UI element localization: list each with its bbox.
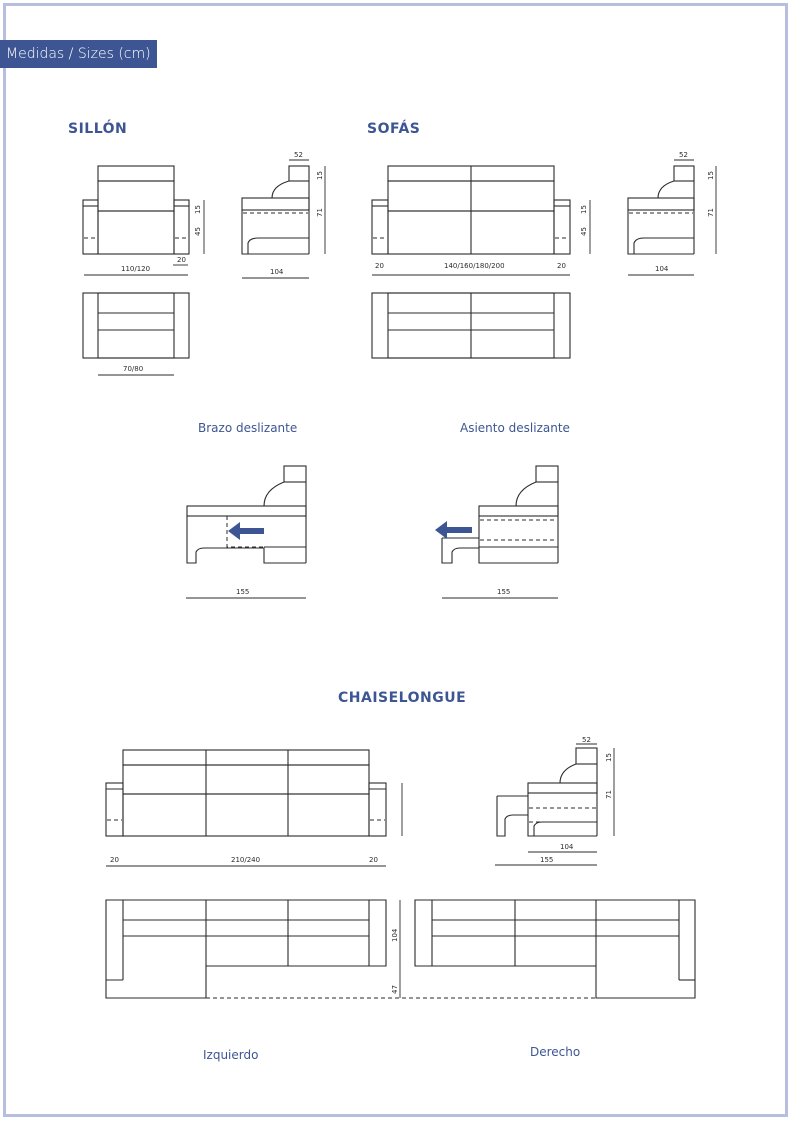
chaise-plan-dimensions: 104 47 — [206, 900, 596, 999]
dim-chaise-width: 210/240 — [231, 856, 260, 864]
chaise-plan-derecho — [414, 899, 696, 999]
dim-sofa-arm-h: 15 — [580, 205, 588, 214]
dim-chaise-plan-depth: 104 — [391, 928, 399, 942]
dim-side-top: 52 — [294, 151, 303, 159]
caption-asiento-deslizante: Asiento deslizante — [460, 421, 570, 435]
dim-chaise-side-height: 71 — [605, 790, 613, 799]
dim-side-height: 71 — [316, 208, 324, 217]
chaise-front-view: 20 210/240 20 — [105, 749, 403, 867]
dim-chaise-side-top: 52 — [582, 736, 591, 744]
dim-chaise-side-depth: 104 — [560, 843, 574, 851]
sillon-plan-view: 70/80 — [82, 292, 190, 376]
dim-sillon-seat-h: 45 — [194, 227, 202, 236]
caption-brazo-deslizante: Brazo deslizante — [198, 421, 298, 435]
page-frame — [3, 3, 788, 1117]
chaise-side-view: 52 15 71 104 155 — [495, 736, 615, 866]
caption-izquierdo: Izquierdo — [203, 1048, 259, 1062]
sillon-front-view: 110/120 20 15 45 — [82, 165, 205, 276]
dim-chaise-side-back: 15 — [605, 753, 613, 762]
header-label: Medidas / Sizes (cm) — [0, 40, 157, 68]
dim-sofa-arm-left: 20 — [375, 262, 384, 270]
dim-sillon-arm-h: 15 — [194, 205, 202, 214]
dim-side-depth: 104 — [270, 268, 284, 276]
section-title-sillon: SILLÓN — [68, 121, 128, 137]
section-title-chaiselongue: CHAISELONGUE — [338, 690, 467, 706]
dim-sillon-width: 110/120 — [121, 265, 150, 273]
chaise-plan-izquierdo — [105, 899, 387, 999]
sofa-front-view: 20 140/160/180/200 20 15 45 — [371, 165, 591, 276]
dim-sofa-arm-right: 20 — [557, 262, 566, 270]
dim-sillon-inner: 70/80 — [123, 365, 143, 373]
section-title-sofas: SOFÁS — [367, 121, 421, 137]
dim-chaise-arm-left: 20 — [110, 856, 119, 864]
dim-sofa-seat-h: 45 — [580, 227, 588, 236]
dim-side-back: 15 — [316, 171, 324, 180]
sofa-plan-view — [371, 292, 571, 359]
sofa-side-view: 52 15 71 104 — [627, 151, 717, 276]
dim-sofa-width: 140/160/180/200 — [444, 262, 505, 270]
dim-slide-depth-1: 155 — [236, 588, 249, 596]
dim-chaise-plan-ext: 47 — [391, 985, 399, 994]
dim-chaise-side-extended: 155 — [540, 856, 553, 864]
dim-slide-depth-2: 155 — [497, 588, 510, 596]
dim-sofa-side-top: 52 — [679, 151, 688, 159]
dim-sofa-side-height: 71 — [707, 208, 715, 217]
dim-sillon-arm: 20 — [177, 256, 186, 264]
dim-chaise-arm-right: 20 — [369, 856, 378, 864]
brazo-deslizante-diagram: 155 — [186, 465, 307, 599]
caption-derecho: Derecho — [530, 1045, 581, 1059]
dim-sofa-side-back: 15 — [707, 171, 715, 180]
asiento-deslizante-diagram: 155 — [435, 465, 559, 599]
dim-sofa-side-depth: 104 — [655, 265, 669, 273]
sillon-side-view: 52 15 71 104 — [241, 151, 326, 279]
